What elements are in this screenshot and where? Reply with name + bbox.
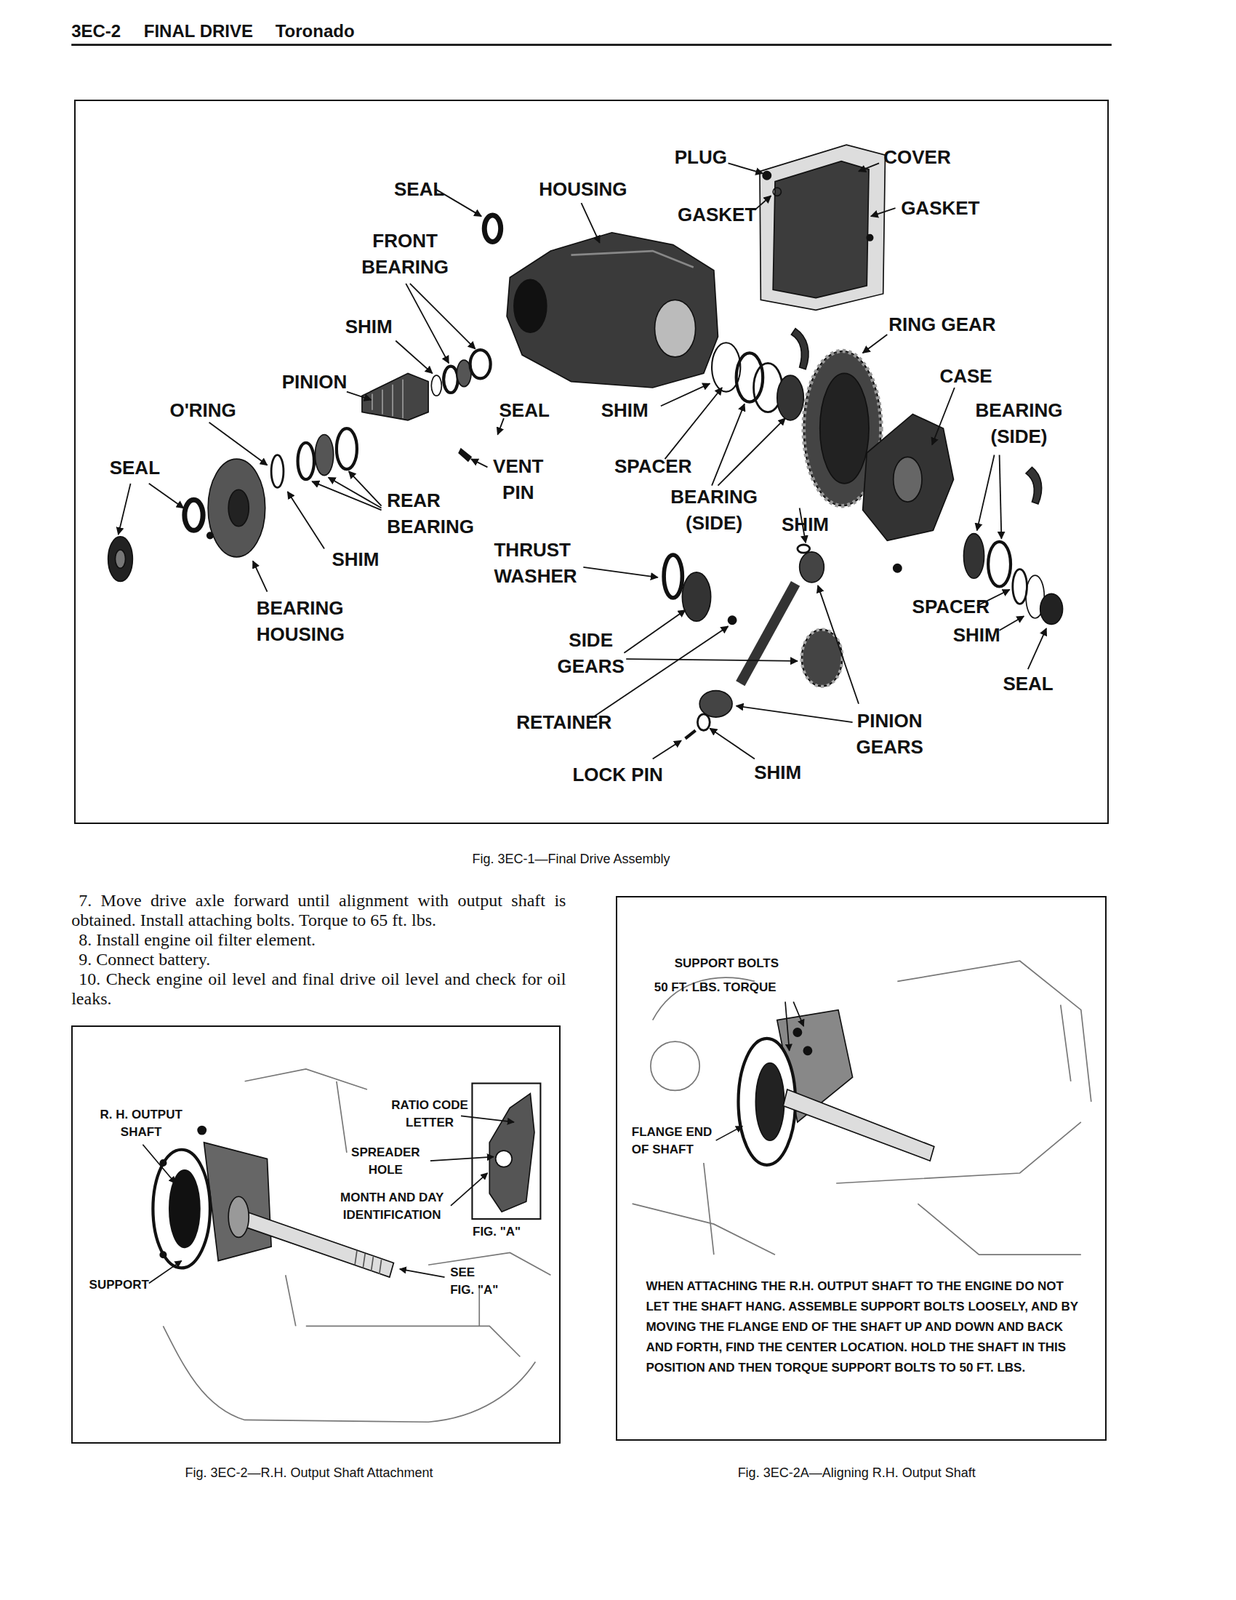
part-label: FIG. "A" bbox=[472, 1222, 521, 1241]
figure-caption: Fig. 3EC-2—R.H. Output Shaft Attachment bbox=[184, 1464, 433, 1482]
part-label: BEARING (SIDE) bbox=[975, 396, 1063, 450]
part-label: SHIM bbox=[345, 313, 393, 340]
part-label: SUPPORT bbox=[89, 1275, 150, 1294]
body-paragraph: 9. Connect battery. bbox=[71, 949, 566, 970]
part-label: LOCK PIN bbox=[572, 761, 663, 788]
part-label: R. H. OUTPUT SHAFT bbox=[85, 1105, 198, 1141]
part-label: FLANGE END OF SHAFT bbox=[631, 1123, 716, 1159]
part-label: MONTH AND DAY IDENTIFICATION bbox=[325, 1188, 459, 1224]
part-label: SHIM bbox=[953, 621, 1001, 648]
part-label: RING GEAR bbox=[888, 311, 996, 338]
part-label: SEAL bbox=[498, 396, 549, 424]
part-label: SPREADER HOLE bbox=[351, 1143, 420, 1179]
part-label: RATIO CODE LETTER bbox=[378, 1096, 481, 1132]
figure-frame: PLUG COVER SEAL HOUSING GASKET GASKET FRONT BE… bbox=[74, 99, 1109, 824]
leader-lines bbox=[142, 1115, 515, 1283]
figure-frame: R. H. OUTPUT SHAFT RATIO CODE LETTER SPREA… bbox=[71, 1025, 561, 1444]
part-label: SHIM bbox=[331, 546, 379, 573]
part-label: SPACER bbox=[912, 593, 990, 620]
header-rule bbox=[71, 43, 1112, 46]
leader-lines bbox=[118, 162, 1047, 759]
final-drive-parts bbox=[108, 144, 1063, 738]
part-label: HOUSING bbox=[538, 175, 627, 203]
leader-lines bbox=[716, 1001, 805, 1141]
part-label: GASKET bbox=[677, 201, 757, 228]
page-header: FINAL DRIVE bbox=[143, 20, 254, 43]
part-label: FRONT BEARING bbox=[361, 227, 449, 280]
part-label: SHIM bbox=[753, 759, 802, 786]
part-label: O'RING bbox=[169, 396, 236, 424]
part-label: BEARING (SIDE) bbox=[670, 483, 758, 536]
figure-caption: Fig. 3EC-2A—Aligning R.H. Output Shaft bbox=[737, 1464, 976, 1482]
body-paragraph: 8. Install engine oil filter element. bbox=[71, 929, 566, 950]
part-label: REAR BEARING bbox=[386, 487, 475, 540]
part-label: GASKET bbox=[900, 194, 980, 222]
part-label: BEARING HOUSING bbox=[256, 594, 345, 648]
figure-frame: SUPPORT BOLTS 50 FT. LBS. TORQUE FLANGE EN… bbox=[615, 895, 1107, 1441]
part-label: SHIM bbox=[601, 396, 649, 424]
figure-caption: Fig. 3EC-1—Final Drive Assembly bbox=[471, 850, 670, 868]
part-label: THRUST WASHER bbox=[493, 536, 577, 589]
part-label: PINION bbox=[282, 368, 348, 395]
part-label: SPACER bbox=[614, 452, 692, 480]
part-label: SUPPORT BOLTS bbox=[674, 954, 779, 973]
part-label: SHIM bbox=[781, 511, 829, 538]
part-label: SEE FIG. "A" bbox=[450, 1263, 501, 1299]
part-label: RETAINER bbox=[516, 708, 612, 736]
part-label: SEAL bbox=[394, 175, 445, 203]
note-text: WHEN ATTACHING THE R.H. OUTPUT SHAFT TO … bbox=[645, 1275, 1082, 1378]
page-header: 3EC-2 bbox=[71, 20, 121, 43]
part-label: VENT PIN bbox=[492, 452, 544, 506]
part-label: SEAL bbox=[1002, 670, 1053, 697]
part-label: SEAL bbox=[109, 454, 160, 481]
output-shaft-drawing bbox=[152, 1068, 551, 1422]
page-header: Toronado bbox=[275, 20, 355, 43]
part-label: COVER bbox=[883, 143, 951, 171]
part-label: SIDE GEARS bbox=[556, 626, 624, 680]
part-label: CASE bbox=[939, 362, 992, 389]
part-label: PINION GEARS bbox=[855, 707, 923, 760]
body-paragraph: 10. Check engine oil level and final dri… bbox=[71, 969, 566, 1009]
shaft-alignment-drawing bbox=[632, 960, 1092, 1255]
part-label: PLUG bbox=[674, 143, 728, 171]
part-label: 50 FT. LBS. TORQUE bbox=[654, 978, 777, 997]
body-paragraph: 7. Move drive axle forward until alignme… bbox=[71, 890, 566, 930]
